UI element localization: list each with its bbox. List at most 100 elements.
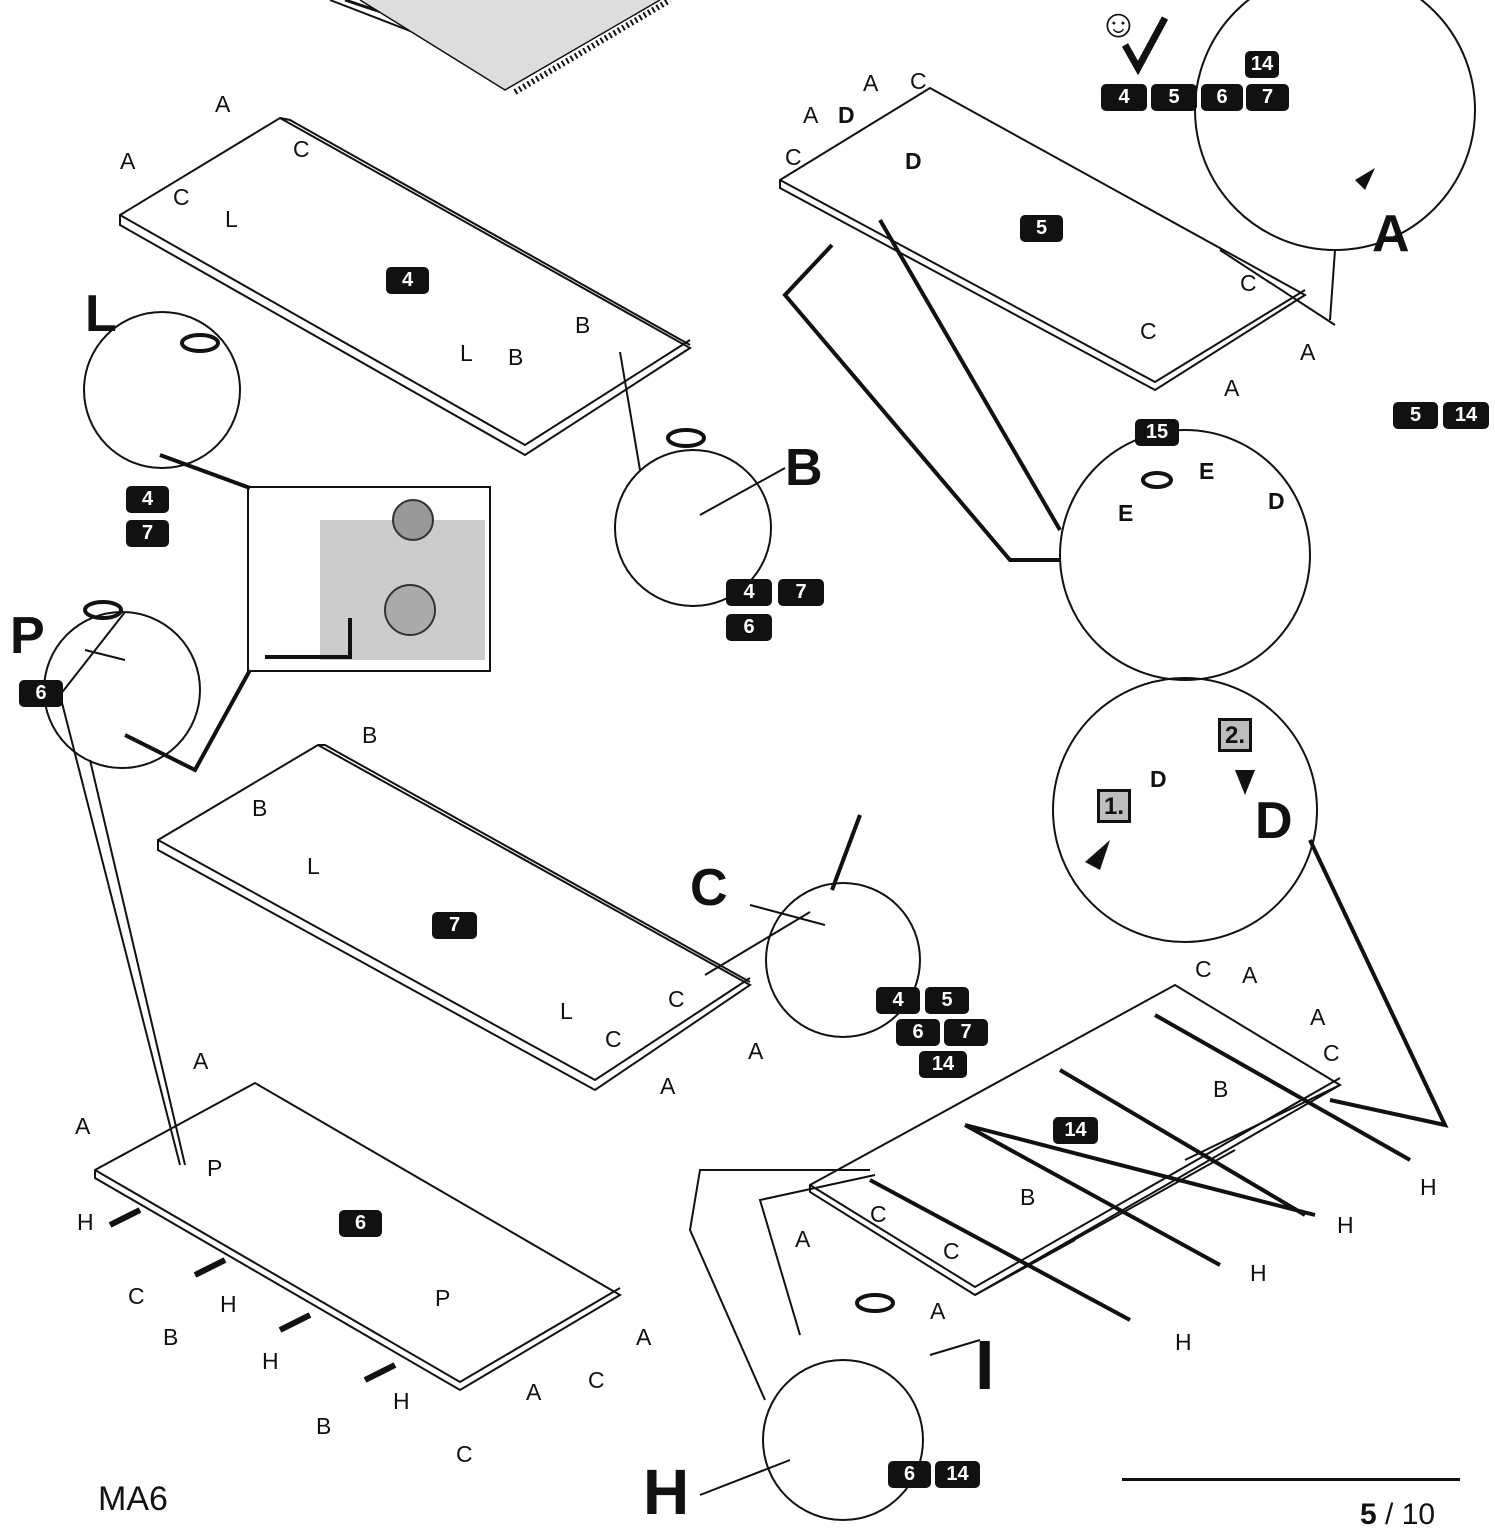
part-label-L: L <box>307 853 320 879</box>
part-label-B: B <box>163 1324 179 1350</box>
part-label-L: L <box>460 340 473 366</box>
part-label-C: C <box>1323 1040 1340 1066</box>
part-label-D: D <box>905 148 922 174</box>
ref-badge: 6 <box>726 614 772 641</box>
part-label-D-large: D <box>1255 792 1293 850</box>
ref-badge: 6 <box>888 1461 931 1488</box>
part-label-P: P <box>207 1155 223 1181</box>
panel-badge-7: 7 <box>432 912 477 939</box>
part-label-H: H <box>393 1388 410 1414</box>
part-label-C: C <box>293 136 310 162</box>
detail-connector-15 <box>1059 429 1311 681</box>
part-label-H-large: H <box>643 1456 690 1528</box>
part-label-B: B <box>508 344 524 370</box>
part-label-A: A <box>636 1324 652 1350</box>
ref-badge: 4 <box>126 486 169 513</box>
ref-badge: 6 <box>1201 84 1243 111</box>
ref-badge: 14 <box>1443 402 1489 429</box>
ref-badge: 14 <box>919 1051 967 1078</box>
ref-badge: 4 <box>726 579 772 606</box>
part-label-H: H <box>1420 1174 1437 1200</box>
part-label-L-large: L <box>85 285 117 343</box>
page-current: 5 <box>1360 1498 1377 1531</box>
ref-badge: 7 <box>1246 84 1289 111</box>
hinge-photo-frame <box>247 486 491 672</box>
part-label-C: C <box>785 144 802 170</box>
part-label-A: A <box>795 1226 811 1252</box>
part-label-C: C <box>173 184 190 210</box>
part-label-A: A <box>1224 375 1240 401</box>
part-label-A: A <box>193 1048 209 1074</box>
part-label-C: C <box>870 1201 887 1227</box>
part-label-C: C <box>910 68 927 94</box>
part-label-A: A <box>215 91 231 117</box>
part-label-B-large: B <box>785 439 823 497</box>
part-label-B: B <box>316 1413 332 1439</box>
part-label-C: C <box>588 1367 605 1393</box>
part-label-H: H <box>1175 1329 1192 1355</box>
panel-badge-5: 5 <box>1020 215 1063 242</box>
part-label-A: A <box>75 1113 91 1139</box>
part-label-E: E <box>1199 458 1215 484</box>
step-2-box: 2. <box>1218 718 1252 752</box>
detail-connector-D <box>1052 677 1318 943</box>
part-label-D: D <box>1268 488 1285 514</box>
rotate-arrow-icon <box>666 428 706 448</box>
part-label-C: C <box>1140 318 1157 344</box>
part-label-A: A <box>1300 339 1316 365</box>
part-label-H: H <box>77 1209 94 1235</box>
part-label-C: C <box>605 1026 622 1052</box>
part-label-A: A <box>526 1379 542 1405</box>
ref-badge: 4 <box>1101 84 1147 111</box>
ref-badge: 15 <box>1135 419 1179 446</box>
part-label-C: C <box>128 1283 145 1309</box>
part-label-B: B <box>1213 1076 1229 1102</box>
ref-badge: 7 <box>778 579 824 606</box>
part-label-C: C <box>1240 270 1257 296</box>
ref-badge: 14 <box>1245 51 1279 78</box>
part-label-L: L <box>225 206 238 232</box>
part-label-C-large: C <box>690 859 728 917</box>
detail-bolt-I <box>762 1359 924 1521</box>
rotate-arrow-icon <box>855 1293 895 1313</box>
part-label-C: C <box>668 986 685 1012</box>
part-label-I-large: I <box>975 1326 995 1404</box>
part-label-H: H <box>1250 1260 1267 1286</box>
detail-cam-C <box>765 882 921 1038</box>
part-label-A: A <box>930 1298 946 1324</box>
ref-badge: 4 <box>876 987 920 1014</box>
part-label-B: B <box>1020 1184 1036 1210</box>
part-label-P: P <box>435 1285 451 1311</box>
footer-rule <box>1122 1478 1460 1481</box>
part-label-H: H <box>262 1348 279 1374</box>
ref-badge: 14 <box>935 1461 980 1488</box>
part-label-A: A <box>863 70 879 96</box>
rotate-arrow-icon <box>1141 471 1173 489</box>
ref-badge: 5 <box>1393 402 1438 429</box>
page-number: 5 / 10 <box>1360 1498 1435 1532</box>
panel-badge-4: 4 <box>386 267 429 294</box>
ref-badge: 7 <box>944 1019 988 1046</box>
part-label-C: C <box>456 1441 473 1467</box>
part-label-A: A <box>1242 962 1258 988</box>
detail-dowel-B <box>614 449 772 607</box>
detail-hinge-L <box>83 311 241 469</box>
ref-badge: 6 <box>19 680 63 707</box>
step-1-box: 1. <box>1097 789 1131 823</box>
part-label-A: A <box>803 102 819 128</box>
ref-badge: 6 <box>896 1019 940 1046</box>
part-label-B: B <box>252 795 268 821</box>
ref-badge: 5 <box>1151 84 1197 111</box>
model-code: MA6 <box>98 1480 168 1518</box>
ref-badge: 5 <box>925 987 969 1014</box>
arrow-icon <box>1085 168 1375 870</box>
part-label-L: L <box>560 998 573 1024</box>
part-label-H: H <box>1337 1212 1354 1238</box>
part-label-P-large: P <box>10 607 45 665</box>
part-label-D: D <box>838 102 855 128</box>
part-label-B: B <box>575 312 591 338</box>
part-label-A: A <box>120 148 136 174</box>
part-label-A: A <box>748 1038 764 1064</box>
part-label-C: C <box>1195 956 1212 982</box>
page-total: 10 <box>1401 1498 1436 1531</box>
